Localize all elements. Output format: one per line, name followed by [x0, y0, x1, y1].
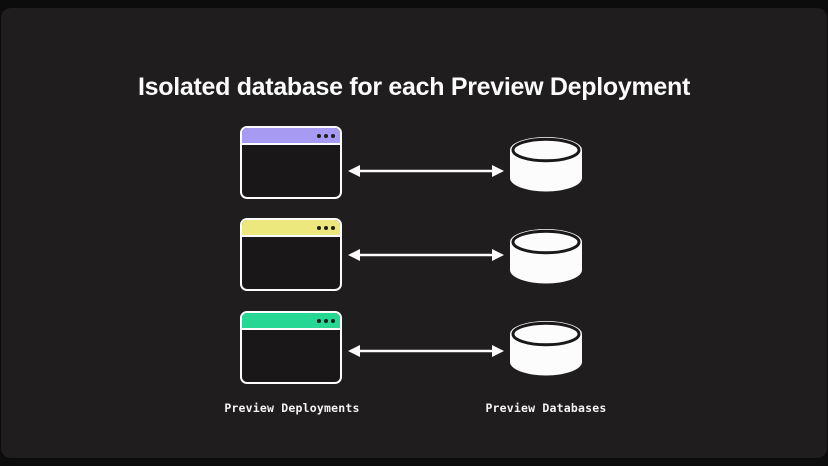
- bidirectional-arrow-icon: [348, 165, 504, 177]
- database-icon: [510, 321, 582, 376]
- database-icon: [510, 137, 582, 192]
- label-preview-databases: Preview Databases: [485, 401, 607, 415]
- window-menu-dots-icon: [317, 225, 335, 230]
- preview-deployment-window-1: [240, 126, 342, 199]
- database-icon: [510, 229, 582, 284]
- slide-canvas: Isolated database for each Preview Deplo…: [1, 8, 827, 458]
- window-menu-dots-icon: [317, 133, 335, 138]
- preview-deployment-window-3: [240, 311, 342, 384]
- slide-title: Isolated database for each Preview Deplo…: [138, 72, 690, 101]
- bidirectional-arrow-icon: [348, 345, 504, 357]
- preview-deployment-window-2: [240, 218, 342, 291]
- window-menu-dots-icon: [317, 318, 335, 323]
- bidirectional-arrow-icon: [348, 249, 504, 261]
- window-titlebar: [242, 128, 340, 145]
- window-titlebar: [242, 313, 340, 330]
- window-titlebar: [242, 220, 340, 237]
- label-preview-deployments: Preview Deployments: [224, 401, 360, 415]
